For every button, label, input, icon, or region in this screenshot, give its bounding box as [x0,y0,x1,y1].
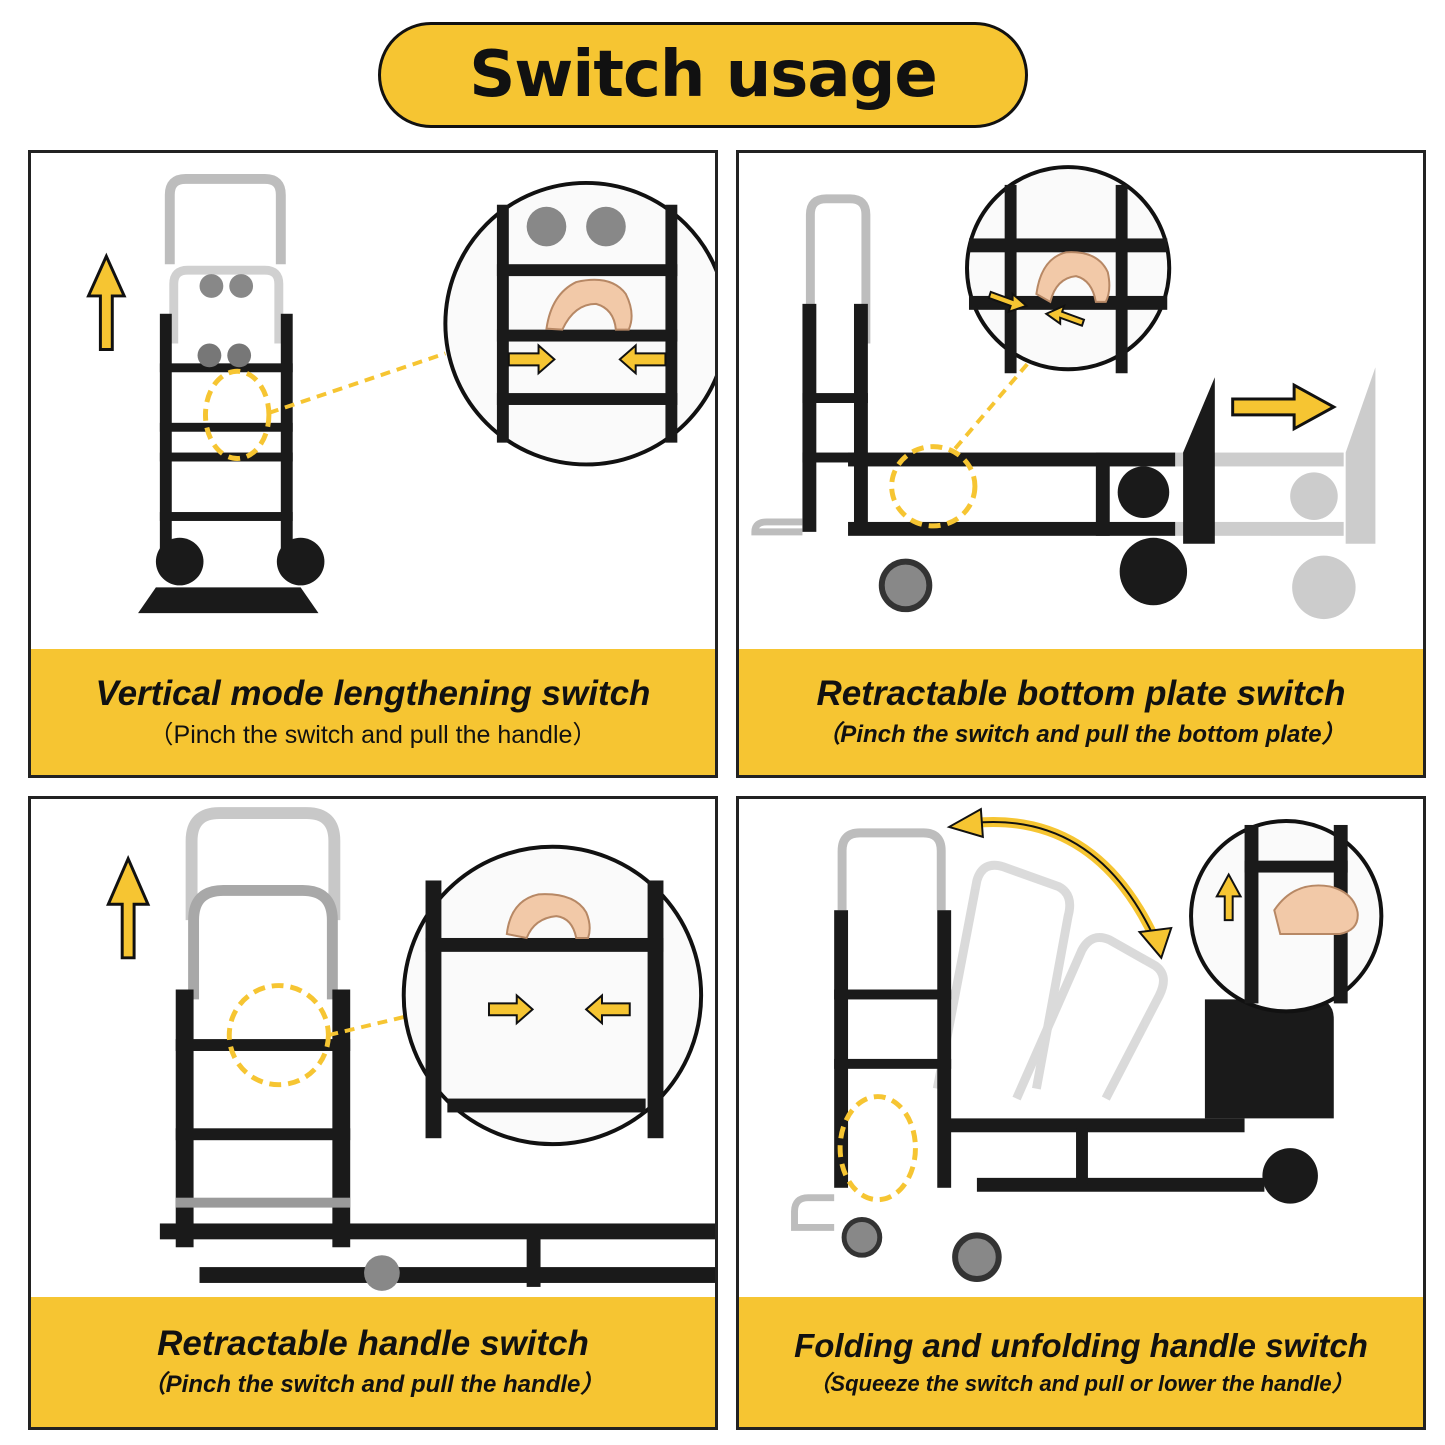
panel-vertical-lengthening: Vertical mode lengthening switch （Pinch … [28,150,718,778]
arrow-up-small-icon [1215,872,1243,922]
zoom-detail-inset [443,180,715,467]
panel-title: Retractable handle switch [157,1324,589,1364]
switch-highlight-circle [226,983,428,1088]
panel-subtitle: （Pinch the switch and pull the handle） [148,721,598,750]
hand-pinch-icon [1035,251,1111,304]
hand-pinch-icon [545,278,633,331]
zoom-detail-inset [1189,819,1384,1014]
switch-highlight-circle [889,352,1038,529]
arrow-up-icon [86,252,127,351]
zoom-detail-inset [965,165,1172,374]
zoom-detail-inset [401,844,704,1147]
arrow-up-icon [106,854,151,960]
hand-pinch-icon [505,893,591,940]
pinch-arrows-icon [987,290,1086,327]
panel-title: Vertical mode lengthening switch [95,673,651,713]
switch-highlight-circle [202,351,446,461]
title-banner: Switch usage [378,22,1028,128]
hand-truck-image [138,174,325,614]
pinch-arrows-icon [487,993,631,1026]
curved-arrow-icon [946,807,1173,960]
arrow-right-icon [1231,382,1337,432]
cart-handle-image [159,807,715,1291]
page-title: Switch usage [469,38,938,112]
platform-cart-image [751,194,1376,620]
panel-title: Folding and unfolding handle switch [794,1326,1368,1364]
panel-subtitle: （Pinch the switch and pull the handle） [141,1370,605,1398]
caption-box: Retractable bottom plate switch （Pinch t… [739,649,1423,775]
caption-box: Vertical mode lengthening switch （Pinch … [31,649,715,775]
folding-cart-image [791,828,1334,1282]
hand-truck-vertical-illustration [86,174,715,614]
panel-retractable-handle: Retractable handle switch （Pinch the swi… [28,796,718,1430]
panel-folding-handle: Folding and unfolding handle switch （Squ… [736,796,1426,1430]
panel-subtitle: （Pinch the switch and pull the bottom pl… [816,720,1346,748]
hand-grip-icon [1273,884,1359,935]
pinch-arrows-icon [507,343,667,376]
panel-bottom-plate: Retractable bottom plate switch （Pinch t… [736,150,1426,778]
folding-handle-illustration [791,807,1384,1282]
platform-cart-illustration [751,165,1376,620]
handle-extension-illustration [106,807,715,1291]
panel-subtitle: （Squeeze the switch and pull or lower th… [808,1370,1354,1396]
caption-box: Retractable handle switch （Pinch the swi… [31,1297,715,1427]
caption-box: Folding and unfolding handle switch （Squ… [739,1297,1423,1427]
switch-highlight-circle [837,1094,918,1203]
panel-title: Retractable bottom plate switch [816,674,1346,714]
